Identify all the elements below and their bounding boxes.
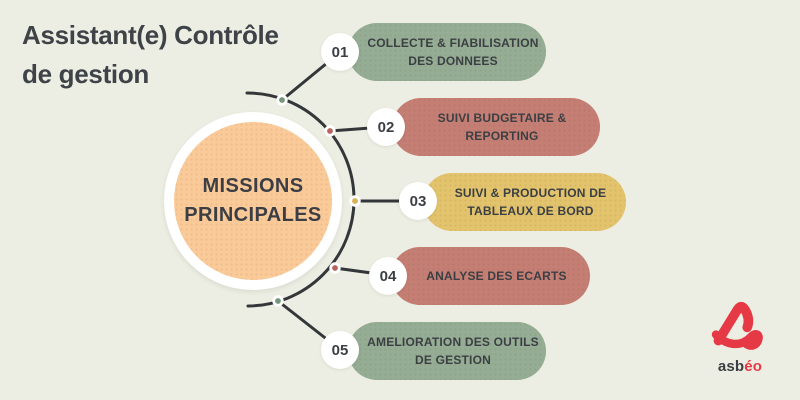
mission-pill-3: SUIVI & PRODUCTION DE TABLEAUX DE BORD xyxy=(423,173,626,231)
mission-label-line: ANALYSE DES ECARTS xyxy=(426,269,567,283)
page-title: Assistant(e) Contrôle de gestion xyxy=(22,16,279,94)
mission-label-line: TABLEAUX DE BORD xyxy=(467,204,594,218)
center-label-line-2: PRINCIPALES xyxy=(184,204,322,226)
mission-dot-2 xyxy=(324,125,336,137)
mission-dot-4 xyxy=(329,262,341,274)
title-line-1: Assistant(e) Contrôle xyxy=(22,20,279,50)
mission-label-line: SUIVI BUDGETAIRE & xyxy=(437,111,567,125)
mission-label-line: SUIVI & PRODUCTION DE xyxy=(454,186,607,200)
mission-number-badge-2: 02 xyxy=(367,108,405,146)
mission-dot-3 xyxy=(349,195,361,207)
center-label-line-1: MISSIONS xyxy=(202,175,304,197)
mission-label-line: REPORTING xyxy=(465,129,539,143)
center-circle: MISSIONS PRINCIPALES xyxy=(174,122,332,280)
mission-number-badge-1: 01 xyxy=(321,33,359,71)
mission-number-badge-5: 05 xyxy=(321,331,359,369)
mission-label-2: SUIVI BUDGETAIRE & REPORTING xyxy=(438,109,567,145)
mission-label-4: ANALYSE DES ECARTS xyxy=(426,267,567,285)
mission-label-line: AMELIORATION DES OUTILS xyxy=(367,335,539,349)
asbeo-logo: asbéo xyxy=(696,298,784,375)
mission-label-3: SUIVI & PRODUCTION DE TABLEAUX DE BORD xyxy=(455,184,607,220)
mission-pill-4: ANALYSE DES ECARTS xyxy=(391,247,590,305)
mission-number-badge-3: 03 xyxy=(399,182,437,220)
mission-dot-1 xyxy=(276,94,288,106)
mission-label-line: DE GESTION xyxy=(414,353,491,367)
title-line-2: de gestion xyxy=(22,59,150,89)
mission-label-1: COLLECTE & FIABILISATION DES DONNEES xyxy=(367,34,538,70)
logo-text-dark: asb xyxy=(717,358,745,375)
mission-pill-1: COLLECTE & FIABILISATION DES DONNEES xyxy=(348,23,546,81)
mission-pill-5: AMELIORATION DES OUTILS DE GESTION xyxy=(348,322,546,380)
logo-text-accent: éo xyxy=(744,358,763,375)
mission-label-5: AMELIORATION DES OUTILS DE GESTION xyxy=(367,333,539,369)
mission-label-line: COLLECTE & FIABILISATION xyxy=(367,36,539,50)
center-circle-ring: MISSIONS PRINCIPALES xyxy=(164,112,342,290)
mission-dot-5 xyxy=(272,295,284,307)
mission-number-badge-4: 04 xyxy=(369,257,407,295)
asbeo-logo-text: asbéo xyxy=(696,358,784,375)
mission-label-line: DES DONNEES xyxy=(408,54,498,68)
mission-pill-2: SUIVI BUDGETAIRE & REPORTING xyxy=(392,98,600,156)
asbeo-logo-a-icon xyxy=(711,301,763,350)
